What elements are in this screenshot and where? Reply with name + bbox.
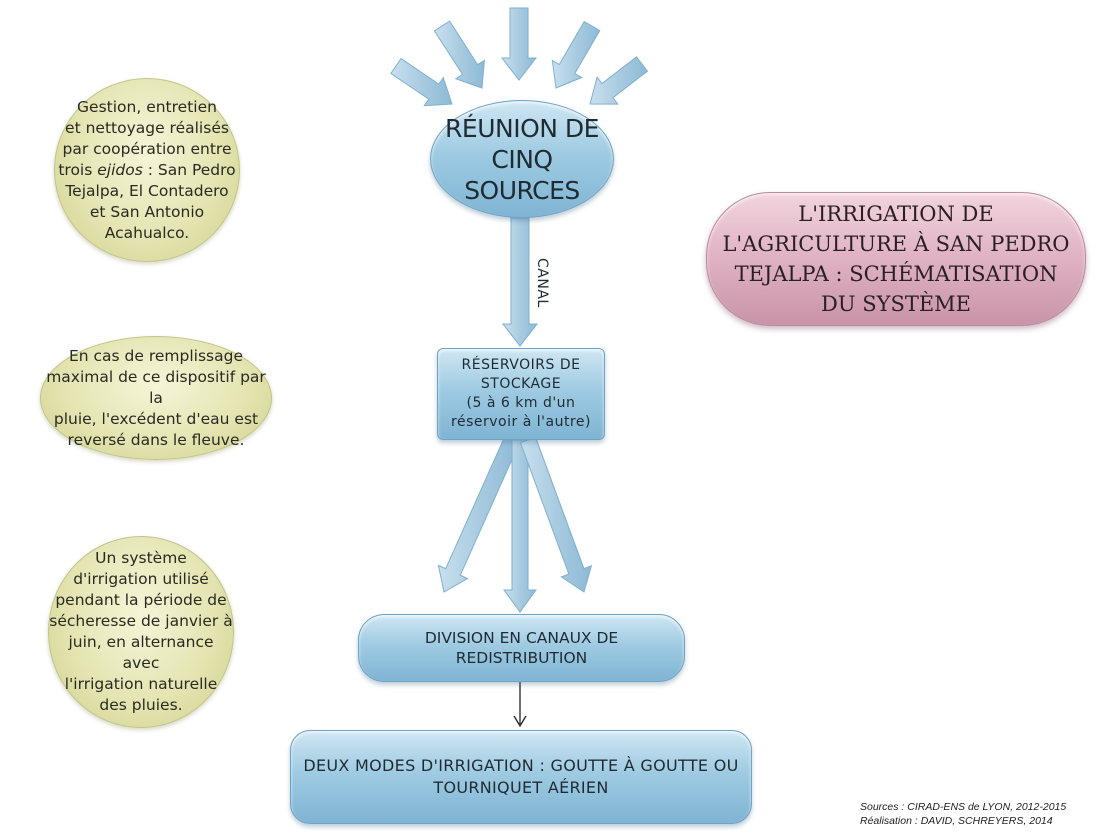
- distribution-arrow-right: [519, 436, 593, 593]
- reservoir-line-2: STOCKAGE: [480, 376, 562, 392]
- division-node: DIVISION EN CANAUX DE REDISTRIBUTION: [358, 614, 685, 682]
- title-line-3: TEJALPA : SCHÉMATISATION: [734, 262, 1058, 286]
- management-line-3: par coopération entre: [62, 139, 232, 158]
- overflow-line-3: pluie, l'excédent d'eau est: [53, 409, 259, 428]
- credits-realisation: Réalisation : DAVID, SCHREYERS, 2014: [860, 815, 1053, 827]
- distribution-arrow-left: [437, 436, 520, 593]
- note-management: Gestion, entretien et nettoyage réalisés…: [54, 78, 240, 262]
- reservoir-node: RÉSERVOIRS DE STOCKAGE (5 à 6 km d'un ré…: [437, 348, 605, 440]
- management-line-4-suffix: : San Pedro: [142, 160, 236, 179]
- title-line-4: DU SYSTÈME: [820, 292, 971, 316]
- system-line-2: d'irrigation utilisé: [73, 570, 209, 588]
- canal-arrow: [501, 217, 539, 347]
- source-arrow-4: [551, 20, 601, 89]
- ejidos-term: ejidos: [97, 160, 143, 179]
- management-line-1: Gestion, entretien: [77, 97, 217, 116]
- title-line-2: L'AGRICULTURE À SAN PEDRO: [722, 232, 1070, 256]
- management-line-4: trois ejidos : San Pedro: [58, 160, 235, 181]
- source-arrow-2: [433, 20, 485, 89]
- canal-label: CANAL: [534, 258, 550, 308]
- modes-line-1: DEUX MODES D'IRRIGATION : GOUTTE À GOUTT…: [303, 756, 739, 775]
- system-line-3: pendant la période de: [55, 591, 227, 609]
- arrow-layer: [390, 7, 649, 613]
- reservoir-line-3: (5 à 6 km d'un: [466, 395, 576, 411]
- division-line-1: DIVISION EN CANAUX DE: [424, 629, 619, 647]
- system-line-4: sécheresse de janvier à: [49, 612, 233, 630]
- system-line-7: des pluies.: [99, 696, 183, 714]
- management-line-5: Tejalpa, El Contadero: [65, 181, 229, 200]
- thin-arrow-head: [513, 715, 527, 728]
- management-line-6: et San Antonio: [89, 202, 205, 221]
- overflow-line-4: reversé dans le fleuve.: [67, 430, 245, 449]
- system-line-6: l'irrigation naturelle: [64, 675, 218, 693]
- management-line-2: et nettoyage réalisés: [65, 118, 229, 137]
- source-arrow-5: [589, 56, 649, 105]
- title-line-1: L'IRRIGATION DE: [798, 202, 994, 226]
- overflow-line-2: maximal de ce dispositif par la: [46, 367, 266, 407]
- system-line-5: juin, en alternance avec: [68, 633, 214, 672]
- source-arrow-3: [500, 7, 538, 81]
- distribution-arrow-center: [503, 439, 537, 613]
- system-line-1: Un système: [95, 549, 187, 567]
- source-arrow-1: [390, 57, 453, 107]
- source-line-3: SOURCES: [464, 175, 580, 205]
- management-line-7: Acahualco.: [104, 223, 190, 242]
- source-node: RÉUNION DE CINQ SOURCES: [430, 100, 614, 218]
- diagram-title: L'IRRIGATION DE L'AGRICULTURE À SAN PEDR…: [706, 192, 1086, 326]
- note-overflow: En cas de remplissage maximal de ce disp…: [40, 336, 272, 460]
- overflow-line-1: En cas de remplissage: [68, 346, 243, 365]
- note-irrigation-system: Un système d'irrigation utilisé pendant …: [48, 536, 234, 728]
- source-line-1: RÉUNION DE: [445, 113, 599, 143]
- source-line-2: CINQ: [491, 144, 553, 174]
- division-line-2: REDISTRIBUTION: [455, 649, 588, 667]
- irrigation-modes-node: DEUX MODES D'IRRIGATION : GOUTTE À GOUTT…: [290, 730, 752, 824]
- credits-sources: Sources : CIRAD-ENS de LYON, 2012-2015: [860, 801, 1067, 813]
- credits: Sources : CIRAD-ENS de LYON, 2012-2015 R…: [860, 800, 1066, 828]
- reservoir-line-1: RÉSERVOIRS DE: [461, 357, 581, 373]
- management-line-4-prefix: trois: [58, 160, 98, 179]
- reservoir-line-4: réservoir à l'autre): [451, 414, 591, 430]
- modes-line-2: TOURNIQUET AÉRIEN: [433, 778, 609, 797]
